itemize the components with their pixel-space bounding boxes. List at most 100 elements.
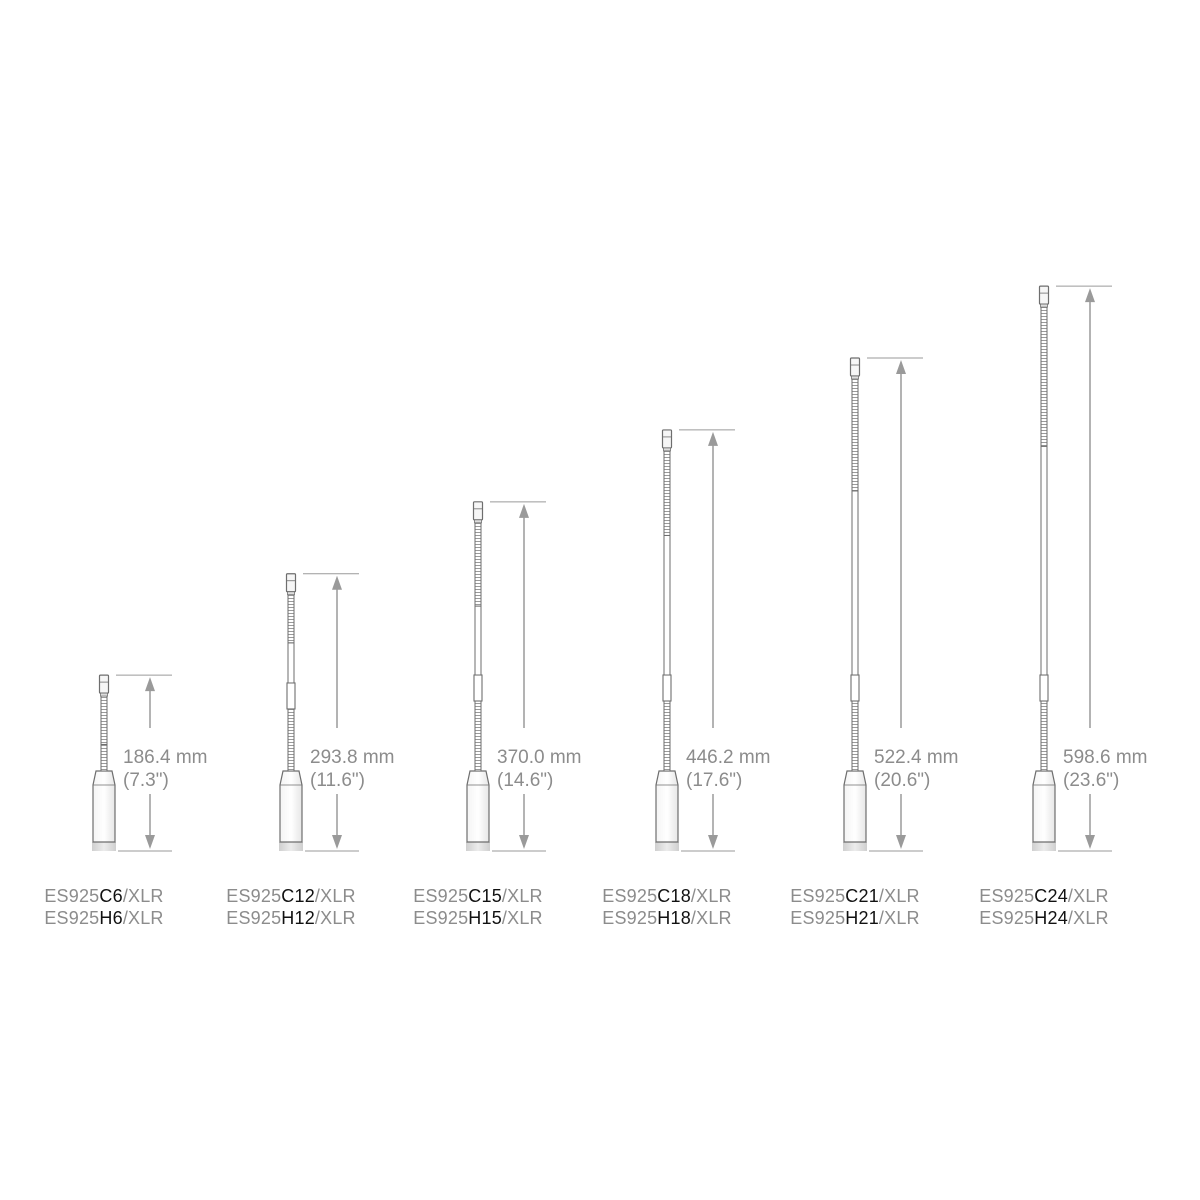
xlr-base	[655, 842, 679, 851]
capsule-neck	[1040, 303, 1048, 308]
model-suffix: /XLR	[315, 886, 356, 906]
model-prefix: ES925	[44, 886, 99, 906]
gooseneck-joint-sleeve	[1039, 674, 1049, 702]
capsule-neck	[100, 692, 108, 697]
model-prefix: ES925	[979, 886, 1034, 906]
model-label-c: ES925C15/XLR	[413, 886, 543, 906]
mic-body	[655, 770, 679, 843]
gooseneck-lower-coil	[1040, 700, 1048, 772]
xlr-base	[466, 842, 490, 851]
model-label-h: ES925H24/XLR	[979, 908, 1109, 928]
model-suffix: /XLR	[315, 908, 356, 928]
model-suffix: /XLR	[1068, 886, 1109, 906]
model-code: H21	[845, 908, 879, 928]
model-prefix: ES925	[226, 908, 281, 928]
gooseneck-lower-coil	[287, 708, 295, 772]
dimension-inch-label: (23.6")	[1063, 770, 1119, 791]
model-label-h: ES925H12/XLR	[226, 908, 356, 928]
arrow-down-icon	[519, 835, 529, 849]
mic-body	[466, 770, 490, 843]
xlr-base	[843, 842, 867, 851]
gooseneck-lower-coil	[100, 743, 108, 772]
dimension-inch-label: (14.6")	[497, 770, 553, 791]
arrow-down-icon	[708, 835, 718, 849]
gooseneck-lower-coil	[851, 700, 859, 772]
gooseneck-upper-coil	[1040, 305, 1048, 447]
dimension-inch-label: (7.3")	[123, 770, 169, 791]
model-suffix: /XLR	[502, 908, 543, 928]
dimension-mm-label: 293.8 mm	[310, 747, 394, 768]
model-code: H15	[468, 908, 502, 928]
gooseneck-joint-sleeve	[662, 674, 672, 702]
model-label-c: ES925C21/XLR	[790, 886, 920, 906]
model-prefix: ES925	[790, 908, 845, 928]
model-label-c: ES925C18/XLR	[602, 886, 732, 906]
gooseneck-upper-coil	[100, 694, 108, 745]
model-label-h: ES925H6/XLR	[44, 908, 163, 928]
arrow-up-icon	[145, 677, 155, 692]
model-suffix: /XLR	[691, 886, 732, 906]
mic-capsule	[98, 674, 110, 694]
arrow-down-icon	[145, 835, 155, 849]
arrow-down-icon	[1085, 835, 1095, 849]
model-code: H24	[1034, 908, 1068, 928]
dimension-mm-label: 522.4 mm	[874, 747, 958, 768]
mic-body	[279, 770, 303, 843]
dimension-inch-label: (17.6")	[686, 770, 742, 791]
model-suffix: /XLR	[879, 908, 920, 928]
model-code: H6	[99, 908, 122, 928]
gooseneck-joint-sleeve	[850, 674, 860, 702]
arrow-up-icon	[1085, 288, 1095, 303]
arrow-up-icon	[519, 503, 529, 518]
mic-capsule	[661, 429, 673, 449]
mic-body	[843, 770, 867, 843]
model-suffix: /XLR	[691, 908, 732, 928]
gooseneck-upper-coil	[474, 521, 482, 607]
capsule-neck	[287, 591, 295, 596]
gooseneck-lower-coil	[474, 700, 482, 772]
mic-capsule	[472, 501, 484, 521]
model-prefix: ES925	[602, 886, 657, 906]
mic-capsule	[285, 573, 297, 593]
model-prefix: ES925	[226, 886, 281, 906]
mic-body	[1032, 770, 1056, 843]
model-suffix: /XLR	[123, 908, 164, 928]
model-code: C18	[657, 886, 691, 906]
model-prefix: ES925	[44, 908, 99, 928]
model-suffix: /XLR	[879, 886, 920, 906]
arrow-down-icon	[896, 835, 906, 849]
capsule-neck	[851, 375, 859, 380]
model-label-c: ES925C12/XLR	[226, 886, 356, 906]
arrow-up-icon	[896, 360, 906, 375]
xlr-base	[1032, 842, 1056, 851]
model-prefix: ES925	[979, 908, 1034, 928]
capsule-neck	[663, 447, 671, 452]
arrow-up-icon	[708, 431, 718, 446]
model-code: C15	[468, 886, 502, 906]
model-code: C6	[99, 886, 122, 906]
dimension-inch-label: (20.6")	[874, 770, 930, 791]
gooseneck-rigid-tube	[1040, 445, 1048, 676]
model-suffix: /XLR	[123, 886, 164, 906]
model-prefix: ES925	[602, 908, 657, 928]
dimension-mm-label: 370.0 mm	[497, 747, 581, 768]
model-code: H18	[657, 908, 691, 928]
dimension-mm-label: 598.6 mm	[1063, 747, 1147, 768]
gooseneck-rigid-tube	[851, 490, 859, 676]
model-label-c: ES925C6/XLR	[44, 886, 163, 906]
model-prefix: ES925	[413, 908, 468, 928]
dimension-mm-label: 186.4 mm	[123, 747, 207, 768]
capsule-neck	[474, 519, 482, 524]
dimension-mm-label: 446.2 mm	[686, 747, 770, 768]
model-label-h: ES925H18/XLR	[602, 908, 732, 928]
gooseneck-lower-coil	[663, 700, 671, 772]
model-label-c: ES925C24/XLR	[979, 886, 1109, 906]
model-prefix: ES925	[413, 886, 468, 906]
